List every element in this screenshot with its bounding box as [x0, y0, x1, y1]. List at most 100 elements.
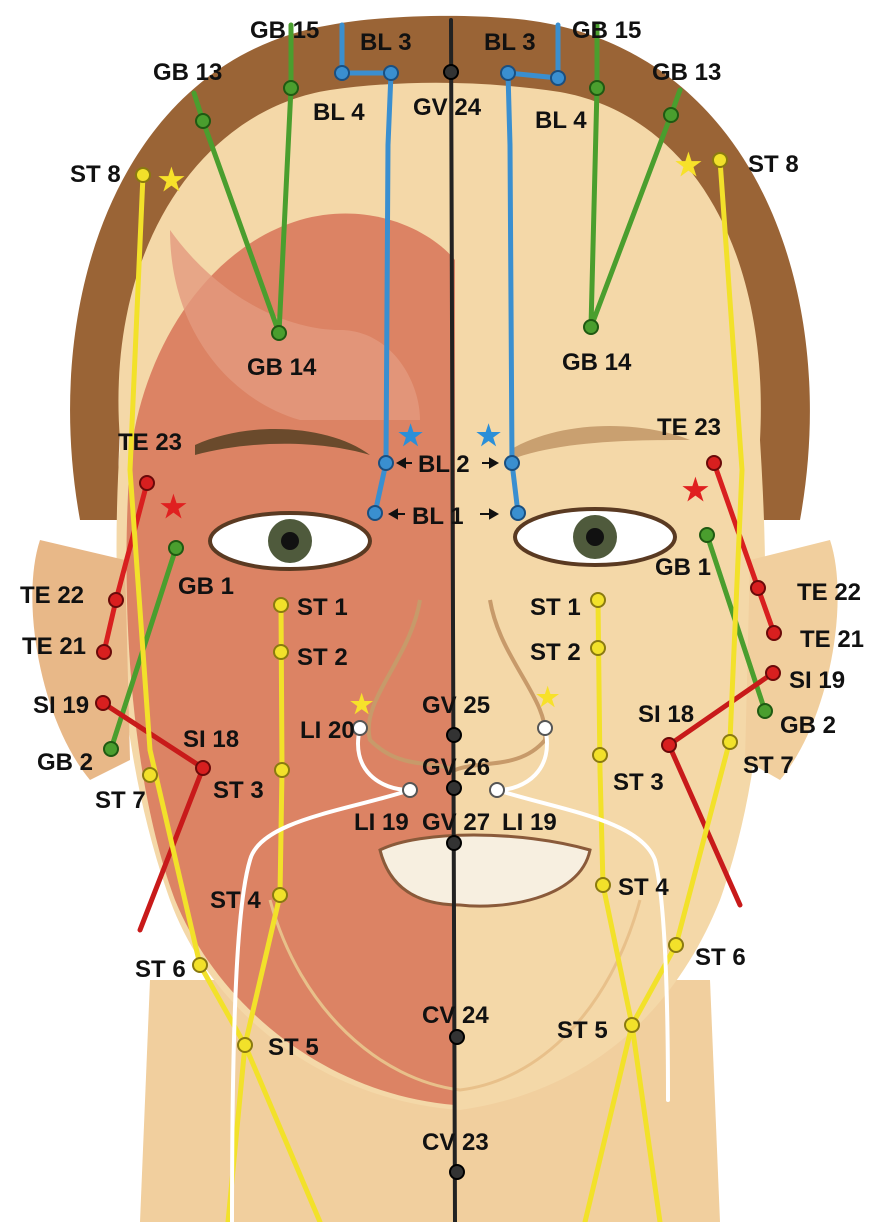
acupoint-dot	[758, 704, 772, 718]
label-gb2-right: GB 2	[780, 712, 836, 739]
acupoint-dot	[591, 593, 605, 607]
yellow-star-icon: ★	[536, 682, 560, 712]
acupoint-dot	[625, 1018, 639, 1032]
acupoint-dot	[501, 66, 515, 80]
label-st1-right: ST 1	[530, 594, 581, 621]
acupoint-dot	[511, 506, 525, 520]
acupoint-dot	[104, 742, 118, 756]
label-li19-left: LI 19	[354, 809, 409, 836]
label-gb14-right: GB 14	[562, 349, 632, 376]
label-te22-right: TE 22	[797, 579, 861, 606]
acupoint-dot	[96, 696, 110, 710]
label-bl2: BL 2	[418, 451, 470, 478]
acupoint-dot	[368, 506, 382, 520]
label-st5-left: ST 5	[268, 1034, 319, 1061]
label-si19-left: SI 19	[33, 692, 89, 719]
label-li19-right: LI 19	[502, 809, 557, 836]
label-st7-left: ST 7	[95, 787, 146, 814]
yellow-star-icon: ★	[350, 689, 374, 719]
acupoint-dot	[275, 763, 289, 777]
acupoint-dot	[384, 66, 398, 80]
blue-star-icon: ★	[398, 420, 423, 451]
acupoint-dot	[766, 666, 780, 680]
acupoint-dot	[143, 768, 157, 782]
label-cv24: CV 24	[422, 1002, 489, 1029]
label-st7-right: ST 7	[743, 752, 794, 779]
label-gb2-left: GB 2	[37, 749, 93, 776]
label-te23-left: TE 23	[118, 429, 182, 456]
acupoint-dot	[140, 476, 154, 490]
acupoint-dot	[193, 958, 207, 972]
label-li20: LI 20	[300, 717, 355, 744]
acupoint-dot	[584, 320, 598, 334]
acupoint-dot	[505, 456, 519, 470]
label-st3-left: ST 3	[213, 777, 264, 804]
label-st8-right: ST 8	[748, 151, 799, 178]
acupoint-dot	[751, 581, 765, 595]
label-bl3-left: BL 3	[360, 29, 412, 56]
label-gv26: GV 26	[422, 754, 490, 781]
acupoint-dot	[196, 761, 210, 775]
label-bl4-left: BL 4	[313, 99, 365, 126]
label-st5-right: ST 5	[557, 1017, 608, 1044]
label-st3-right: ST 3	[613, 769, 664, 796]
label-si19-right: SI 19	[789, 667, 845, 694]
acupoint-dot	[272, 326, 286, 340]
acupoint-dot	[767, 626, 781, 640]
acupoint-dot	[403, 783, 417, 797]
acupoint-dot	[700, 528, 714, 542]
label-gb15-right: GB 15	[572, 17, 641, 44]
label-gv24: GV 24	[413, 94, 482, 121]
yellow-star-icon: ★	[675, 149, 702, 182]
label-bl3-right: BL 3	[484, 29, 536, 56]
label-st6-right: ST 6	[695, 944, 746, 971]
acupoint-dot	[450, 1165, 464, 1179]
label-gb13-right: GB 13	[652, 59, 721, 86]
label-te23-right: TE 23	[657, 414, 721, 441]
acupoint-dot	[664, 108, 678, 122]
acupoint-dot	[353, 721, 367, 735]
label-cv23: CV 23	[422, 1129, 489, 1156]
label-si18-right: SI 18	[638, 701, 694, 728]
acupoint-dot	[444, 65, 458, 79]
acupoint-dot	[335, 66, 349, 80]
label-gb13-left: GB 13	[153, 59, 222, 86]
yellow-star-icon: ★	[158, 164, 185, 197]
acupoint-dot	[538, 721, 552, 735]
label-st6-left: ST 6	[135, 956, 186, 983]
acupoint-dot	[596, 878, 610, 892]
acupoint-dot	[447, 781, 461, 795]
label-gb15-left: GB 15	[250, 17, 319, 44]
acupoint-dot	[136, 168, 150, 182]
acupoint-dot	[447, 836, 461, 850]
label-st4-right: ST 4	[618, 874, 669, 901]
acupoint-dot	[274, 598, 288, 612]
label-gv27: GV 27	[422, 809, 490, 836]
label-gv25: GV 25	[422, 692, 490, 719]
label-st2-left: ST 2	[297, 644, 348, 671]
acupoint-dot	[97, 645, 111, 659]
acupoint-dot	[490, 783, 504, 797]
label-te22-left: TE 22	[20, 582, 84, 609]
acupoint-dot	[662, 738, 676, 752]
label-gb1-left: GB 1	[178, 573, 234, 600]
label-bl4-right: BL 4	[535, 107, 587, 134]
red-star-icon: ★	[682, 474, 709, 507]
acupoint-dot	[109, 593, 123, 607]
acupoint-dot	[713, 153, 727, 167]
acupoint-dot	[723, 735, 737, 749]
blue-star-icon: ★	[476, 420, 501, 451]
acupoint-dot	[450, 1030, 464, 1044]
acupoint-dot	[274, 645, 288, 659]
acupoint-dot	[284, 81, 298, 95]
label-te21-right: TE 21	[800, 626, 864, 653]
label-st4-left: ST 4	[210, 887, 261, 914]
label-gb1-right: GB 1	[655, 554, 711, 581]
label-st1-left: ST 1	[297, 594, 348, 621]
acupoint-dot	[707, 456, 721, 470]
acupoint-dot	[379, 456, 393, 470]
label-st2-right: ST 2	[530, 639, 581, 666]
